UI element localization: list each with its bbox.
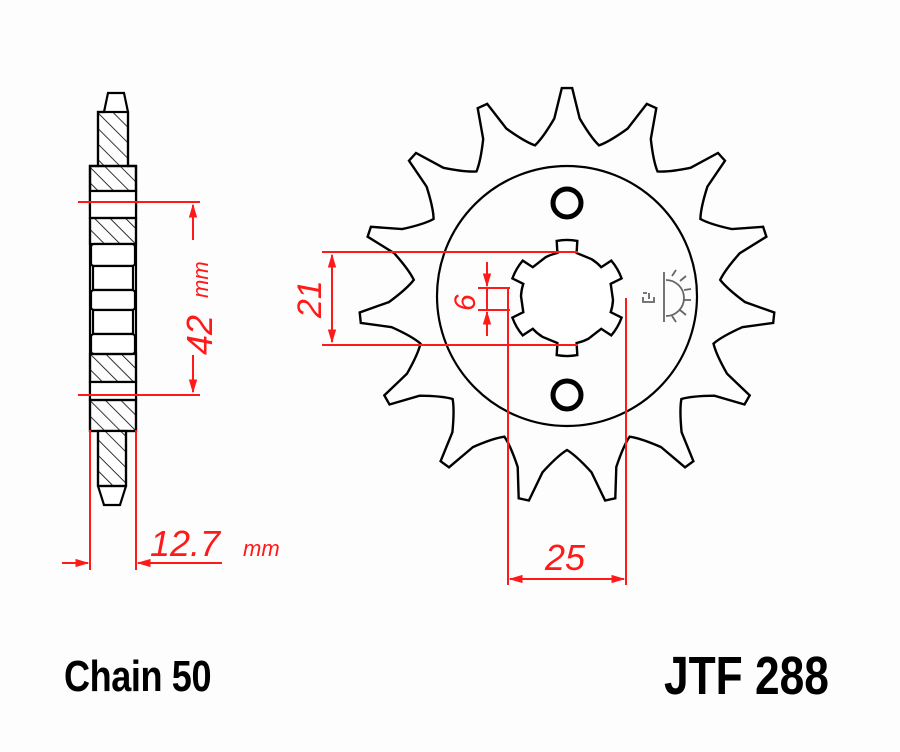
thickness-value: 12.7 xyxy=(150,523,222,564)
sprocket-front xyxy=(358,86,776,502)
spline-bore xyxy=(510,238,624,358)
side-dimensions xyxy=(62,201,222,570)
orientation-symbol-icon xyxy=(642,269,692,323)
thickness-unit: mm xyxy=(243,536,280,561)
hub-circle xyxy=(435,164,699,428)
bolt-spacing-value: 42 xyxy=(179,315,220,355)
front-dimensions xyxy=(322,251,627,585)
spline-major-value: 21 xyxy=(291,280,329,319)
side-profile xyxy=(88,91,138,507)
chain-size-label: Chain 50 xyxy=(64,652,212,701)
sprocket-outline xyxy=(358,86,776,502)
bolt-hole-bottom xyxy=(550,378,584,412)
spline-tooth-width-value: 6 xyxy=(449,294,482,311)
bolt-spacing-unit: mm xyxy=(188,261,213,298)
spline-width-value: 25 xyxy=(544,537,586,578)
bolt-hole-top xyxy=(550,186,584,220)
part-number-label: JTF 288 xyxy=(664,646,829,706)
